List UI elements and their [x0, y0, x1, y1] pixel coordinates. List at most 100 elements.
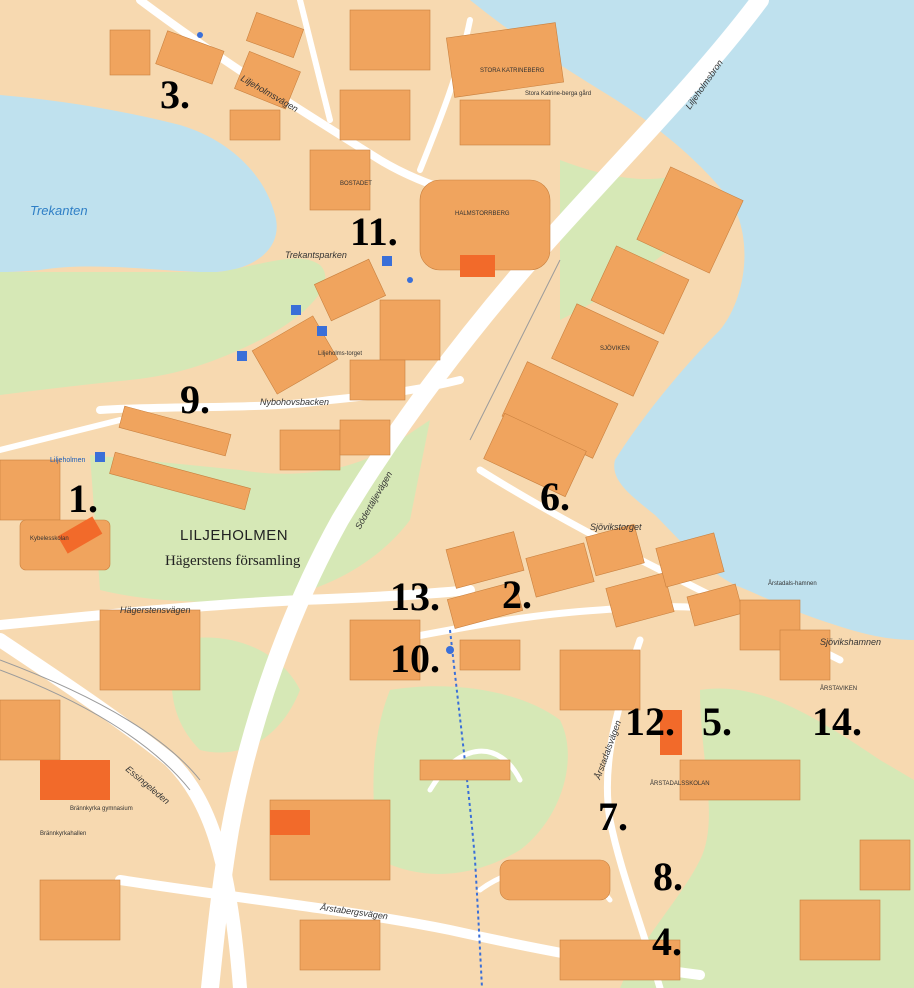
- station-label-liljeholmen: Liljeholmen: [50, 457, 86, 464]
- road-essingeleden: [0, 633, 247, 988]
- building: [446, 581, 524, 629]
- building: [313, 258, 387, 322]
- place-label-stora-katrineberg: STORA KATRINEBERG: [480, 68, 545, 74]
- place-label-brannkyrkahallen: Brännkyrkahallen: [40, 831, 86, 837]
- building: [483, 412, 587, 498]
- road-nybohovsbacken: [96, 376, 464, 414]
- road-hagerstensvagen: [0, 585, 475, 630]
- building: [229, 109, 281, 141]
- road-label-trekantsparken: Trekantsparken: [285, 250, 347, 260]
- building: [779, 629, 831, 681]
- marker-12[interactable]: 12.: [625, 699, 675, 744]
- building: [499, 859, 611, 901]
- building: [234, 50, 301, 110]
- place-label-arstadalshamnen: Årstadals-hamnen: [768, 580, 817, 587]
- highlighted-buildings: [40, 255, 682, 835]
- building: [279, 429, 341, 471]
- arstaviken-bay: [470, 0, 914, 640]
- park-liljeholmen: [90, 420, 430, 602]
- building: [379, 299, 441, 361]
- marker-11[interactable]: 11.: [350, 209, 398, 254]
- place-label-kybeleskolan: Kybelesskolan: [30, 536, 69, 542]
- building: [251, 315, 339, 395]
- place-label-arstaviken: ÅRSTAVIKEN: [820, 685, 857, 692]
- road-west-link: [0, 417, 123, 453]
- district-label: LILJEHOLMEN: [180, 527, 288, 544]
- metro-stations: [95, 32, 454, 654]
- road-label-nybohovsbacken: Nybohovsbacken: [260, 397, 329, 407]
- buildings: [0, 9, 911, 981]
- building: [859, 839, 911, 891]
- building: [559, 939, 681, 981]
- building: [339, 419, 391, 456]
- highlight-brannkyrka: [40, 760, 110, 800]
- building: [605, 572, 675, 628]
- road-north-link: [297, 0, 333, 123]
- place-label-marieberg: SJÖVIKEN: [600, 345, 630, 352]
- building: [339, 89, 411, 141]
- metro-stop-dot: [446, 646, 454, 654]
- metro-station-icon: [237, 351, 247, 361]
- place-label-hagaberg: HALMSTORRBERG: [455, 211, 510, 217]
- rail-lines: [0, 259, 561, 791]
- marker-10[interactable]: 10.: [390, 636, 440, 681]
- building: [245, 11, 305, 59]
- marker-14[interactable]: 14.: [812, 699, 862, 744]
- place-label-liljeholmstorget: Liljeholms-torget: [318, 351, 362, 357]
- highlight-11: [460, 255, 495, 277]
- road-film: [366, 603, 724, 649]
- building: [590, 245, 690, 335]
- marker-6[interactable]: 6.: [540, 474, 570, 519]
- building: [109, 451, 251, 511]
- building: [559, 649, 641, 711]
- water-label-trekanten: Trekanten: [30, 203, 88, 218]
- markers: 1. 2. 3. 4. 5. 6. 7. 8. 9. 10. 11. 12. 1…: [68, 72, 862, 964]
- road-label-hagerstensvagen: Hägerstensvägen: [120, 605, 191, 615]
- building: [39, 879, 121, 941]
- marker-13[interactable]: 13.: [390, 574, 440, 619]
- building: [459, 99, 551, 146]
- building: [445, 531, 525, 589]
- building: [0, 459, 61, 521]
- building: [349, 359, 406, 401]
- building: [118, 405, 232, 457]
- marker-9[interactable]: 9.: [180, 377, 210, 422]
- parish-label: Hägerstens församling: [165, 553, 301, 569]
- building: [686, 583, 744, 627]
- place-label-arstadalsskolan: ÅRSTADALSSKOLAN: [650, 780, 710, 787]
- metro-station-icon: [291, 305, 301, 315]
- building: [299, 919, 381, 971]
- marker-5[interactable]: 5.: [702, 699, 732, 744]
- building: [99, 609, 201, 691]
- building: [655, 532, 725, 588]
- marker-8[interactable]: 8.: [653, 854, 683, 899]
- highlight-liljeholmen-south: [270, 810, 310, 835]
- building: [525, 542, 595, 598]
- rail-line-3: [469, 259, 561, 441]
- metro-stop-dot: [407, 277, 413, 283]
- road-label-sjovikstorget: Sjövikstorget: [590, 522, 642, 532]
- building: [155, 30, 225, 85]
- road-sodertaljevagen: [201, 0, 769, 988]
- marker-7[interactable]: 7.: [598, 794, 628, 839]
- building: [309, 149, 371, 211]
- highlight-kybeleskolan: [57, 516, 103, 554]
- marker-3[interactable]: 3.: [160, 72, 190, 117]
- place-label-brannkyrka-gymnasium: Brännkyrka gymnasium: [70, 806, 133, 812]
- road-label-sjovikshamnen: Sjövikshamnen: [820, 637, 881, 647]
- building: [551, 303, 659, 397]
- building: [459, 639, 521, 671]
- building: [349, 9, 431, 71]
- trekanten-lake: [0, 95, 277, 273]
- building: [109, 29, 151, 76]
- building: [419, 759, 511, 781]
- marker-2[interactable]: 2.: [502, 572, 532, 617]
- rail-line-2: [0, 669, 191, 791]
- building: [0, 699, 61, 761]
- rail-line-1: [0, 659, 201, 781]
- metro-station-icon: [317, 326, 327, 336]
- highlight-12: [660, 710, 682, 755]
- marker-1[interactable]: 1.: [68, 476, 98, 521]
- marker-4[interactable]: 4.: [652, 919, 682, 964]
